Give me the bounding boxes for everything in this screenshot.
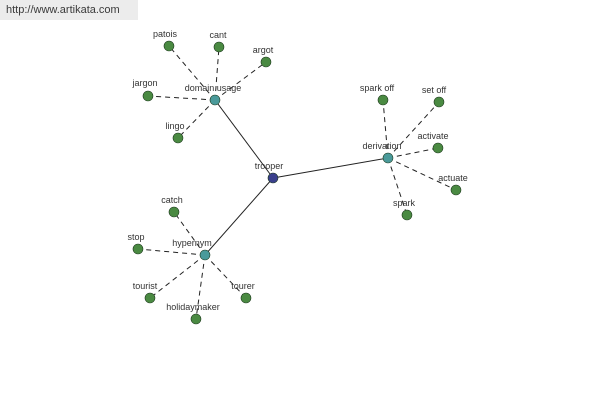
- edge-derivation-actuate: [387, 157, 457, 191]
- node-actuate[interactable]: [450, 184, 462, 196]
- label-patois: patois: [153, 29, 178, 39]
- node-stop[interactable]: [132, 243, 144, 255]
- node-jargon[interactable]: [142, 90, 154, 102]
- node-argot[interactable]: [260, 56, 272, 68]
- label-stop: stop: [127, 232, 144, 242]
- edge-hypernym-catch: [173, 211, 206, 256]
- node-derivation[interactable]: [382, 152, 394, 164]
- node-tourer[interactable]: [240, 292, 252, 304]
- node-set-off[interactable]: [433, 96, 445, 108]
- edge-domain-usage-argot: [214, 61, 267, 101]
- source-url[interactable]: http://www.artikata.com: [0, 0, 138, 20]
- label-holidaymaker: holidaymaker: [166, 302, 220, 312]
- edge-hypernym-holidaymaker: [195, 254, 206, 320]
- label-trooper: trooper: [255, 161, 284, 171]
- label-actuate: actuate: [438, 173, 468, 183]
- node-holidaymaker[interactable]: [190, 313, 202, 325]
- node-activate[interactable]: [432, 142, 444, 154]
- edge-trooper-derivation: [272, 157, 389, 179]
- node-catch[interactable]: [168, 206, 180, 218]
- label-lingo: lingo: [165, 121, 184, 131]
- node-spark-off[interactable]: [377, 94, 389, 106]
- node-lingo[interactable]: [172, 132, 184, 144]
- edge-derivation-spark: [387, 157, 408, 216]
- label-domain-usage: domain usage: [185, 83, 242, 93]
- node-domain-usage[interactable]: [209, 94, 221, 106]
- label-spark: spark: [393, 198, 416, 208]
- label-argot: argot: [253, 45, 274, 55]
- label-cant: cant: [209, 30, 227, 40]
- label-spark-off: spark off: [360, 83, 395, 93]
- edge-trooper-hypernym: [204, 177, 274, 256]
- label-set-off: set off: [422, 85, 447, 95]
- node-trooper[interactable]: [267, 172, 279, 184]
- node-spark[interactable]: [401, 209, 413, 221]
- node-cant[interactable]: [213, 41, 225, 53]
- label-tourer: tourer: [231, 281, 255, 291]
- edge-derivation-spark-off: [382, 99, 389, 159]
- edge-domain-usage-jargon: [147, 95, 216, 101]
- node-hypernym[interactable]: [199, 249, 211, 261]
- label-tourist: tourist: [133, 281, 158, 291]
- label-hypernym: hypernym: [172, 238, 212, 248]
- node-tourist[interactable]: [144, 292, 156, 304]
- label-derivation: derivation: [362, 141, 401, 151]
- node-patois[interactable]: [163, 40, 175, 52]
- label-catch: catch: [161, 195, 183, 205]
- edge-hypernym-tourist: [149, 254, 206, 299]
- edge-trooper-domain-usage: [214, 99, 274, 179]
- edge-domain-usage-patois: [168, 45, 216, 101]
- edge-derivation-set-off: [387, 101, 440, 159]
- edge-domain-usage-lingo: [177, 99, 216, 139]
- edge-hypernym-tourer: [204, 254, 247, 299]
- label-activate: activate: [417, 131, 448, 141]
- label-jargon: jargon: [131, 78, 157, 88]
- edge-hypernym-stop: [137, 248, 206, 256]
